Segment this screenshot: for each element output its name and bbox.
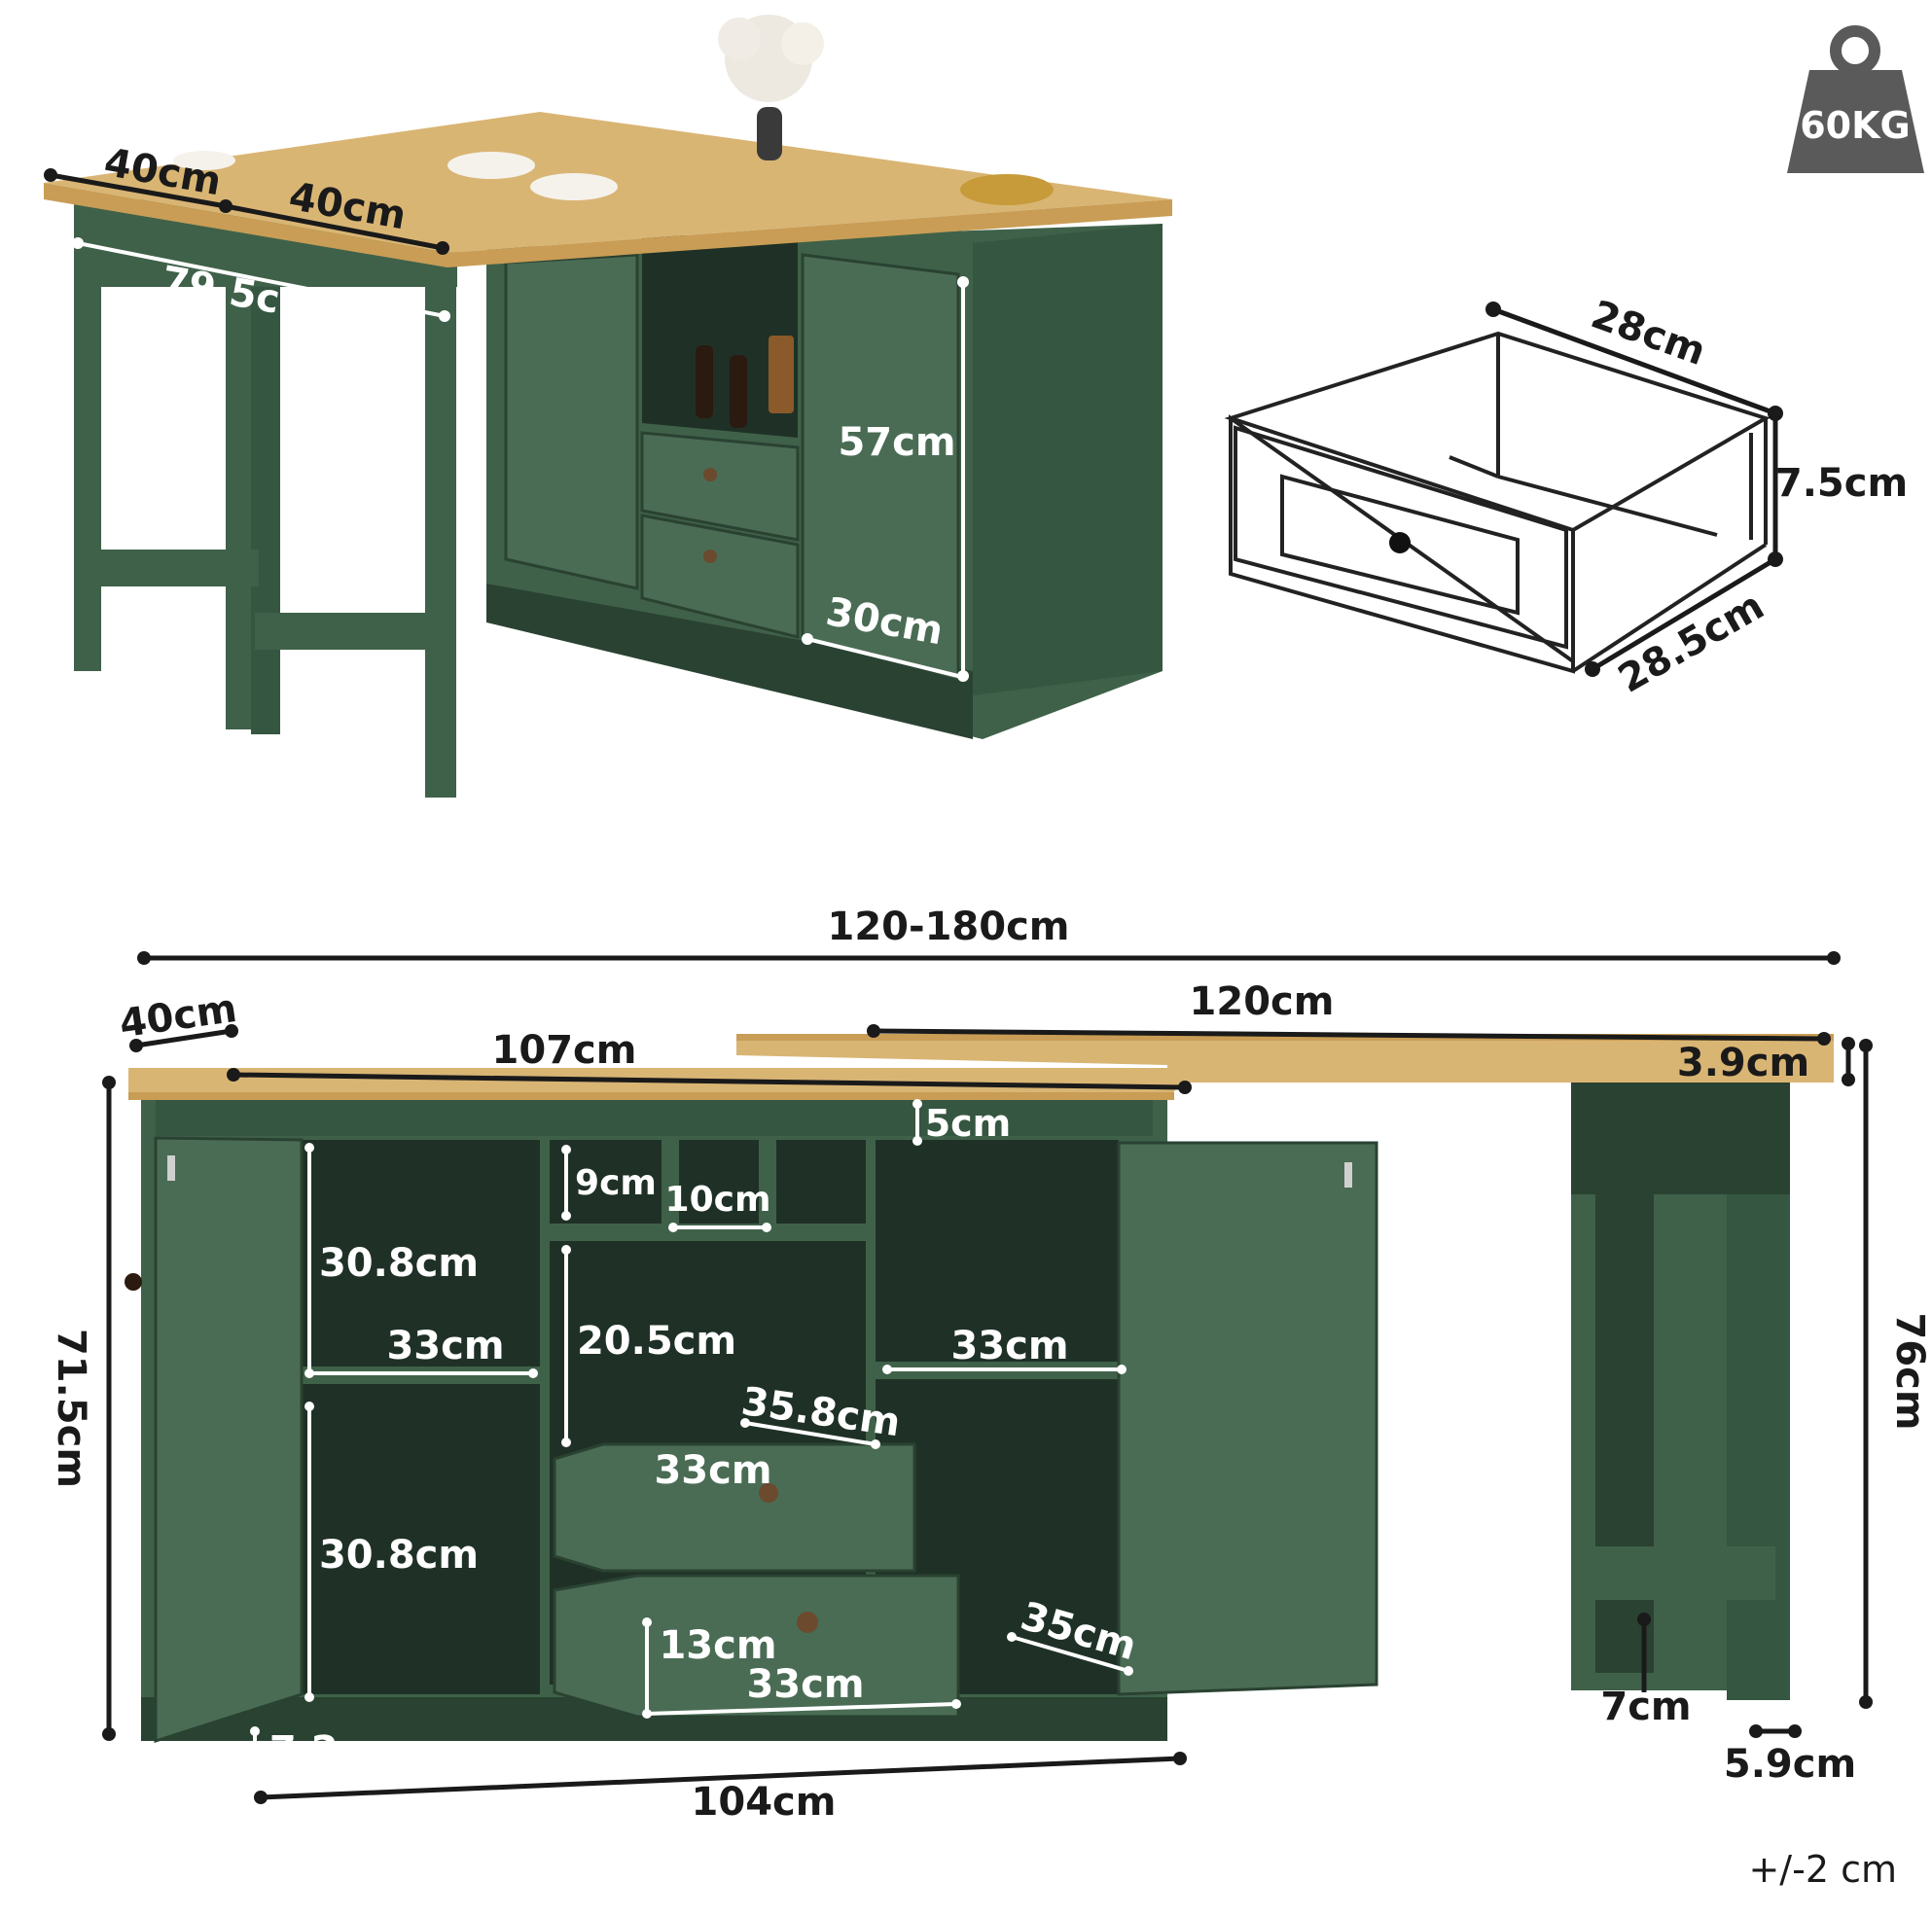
drawer-knob-upper-icon bbox=[759, 1483, 778, 1503]
leg-width-label: 5.9cm bbox=[1724, 1742, 1856, 1787]
front-view-outer-dimension-lines bbox=[102, 951, 1873, 1804]
lower-drawer-height-label: 13cm bbox=[659, 1623, 776, 1668]
cubby-width-label: 10cm bbox=[665, 1180, 771, 1220]
middle-shelf-height-label: 20.5cm bbox=[577, 1319, 736, 1364]
drawer-knob-icon bbox=[1389, 532, 1411, 553]
top-width-label: 107cm bbox=[492, 1028, 637, 1073]
front-view-inner-dimension-lines bbox=[250, 1099, 1133, 1773]
drawer-knob-lower-icon bbox=[797, 1612, 818, 1633]
hinge-icon bbox=[1344, 1162, 1352, 1188]
depth-label: 40cm bbox=[117, 986, 239, 1047]
cubby-height-label: 9cm bbox=[575, 1163, 657, 1203]
leg-rail-height-label: 7cm bbox=[1600, 1685, 1691, 1729]
upper-drawer-width-label: 33cm bbox=[654, 1448, 771, 1493]
island-perspective-view bbox=[44, 15, 1172, 798]
cabinet-height-label: 57cm bbox=[838, 420, 955, 465]
hinge-icon bbox=[167, 1155, 175, 1181]
tolerance-note: +/-2 cm bbox=[1748, 1848, 1897, 1891]
weight-label: 60KG bbox=[1800, 104, 1911, 147]
total-height-label: 76cm bbox=[1887, 1312, 1932, 1430]
top-view-dimension-lines bbox=[44, 168, 449, 255]
right-shelf-width-label: 33cm bbox=[950, 1324, 1068, 1368]
total-width-label: 120-180cm bbox=[828, 905, 1070, 949]
lower-drawer-width-label: 33cm bbox=[746, 1662, 864, 1707]
drawer-dimension-lines bbox=[1485, 302, 1783, 677]
drawer-height-label: 7.5cm bbox=[1775, 461, 1908, 506]
left-shelf-upper-height-label: 30.8cm bbox=[319, 1241, 479, 1286]
bottom-width-label: 104cm bbox=[692, 1780, 837, 1825]
leaf-width-label: 120cm bbox=[1190, 979, 1335, 1024]
top-thickness-label: 3.9cm bbox=[1677, 1041, 1809, 1085]
weight-icon bbox=[1787, 25, 1924, 173]
left-shelf-width-label: 33cm bbox=[386, 1324, 504, 1368]
rail-label: 5cm bbox=[925, 1102, 1012, 1145]
drawer-line-drawing bbox=[1224, 331, 1771, 674]
front-view-cabinet bbox=[125, 1034, 1834, 1744]
door-knob-icon bbox=[125, 1273, 142, 1291]
height-label: 71.5cm bbox=[49, 1329, 93, 1488]
top-view-inner-lines bbox=[72, 237, 969, 682]
plinth-height-label: 7.2cm bbox=[269, 1728, 402, 1773]
drawer-width-label: 28cm bbox=[1586, 292, 1711, 374]
left-shelf-lower-height-label: 30.8cm bbox=[319, 1533, 479, 1578]
